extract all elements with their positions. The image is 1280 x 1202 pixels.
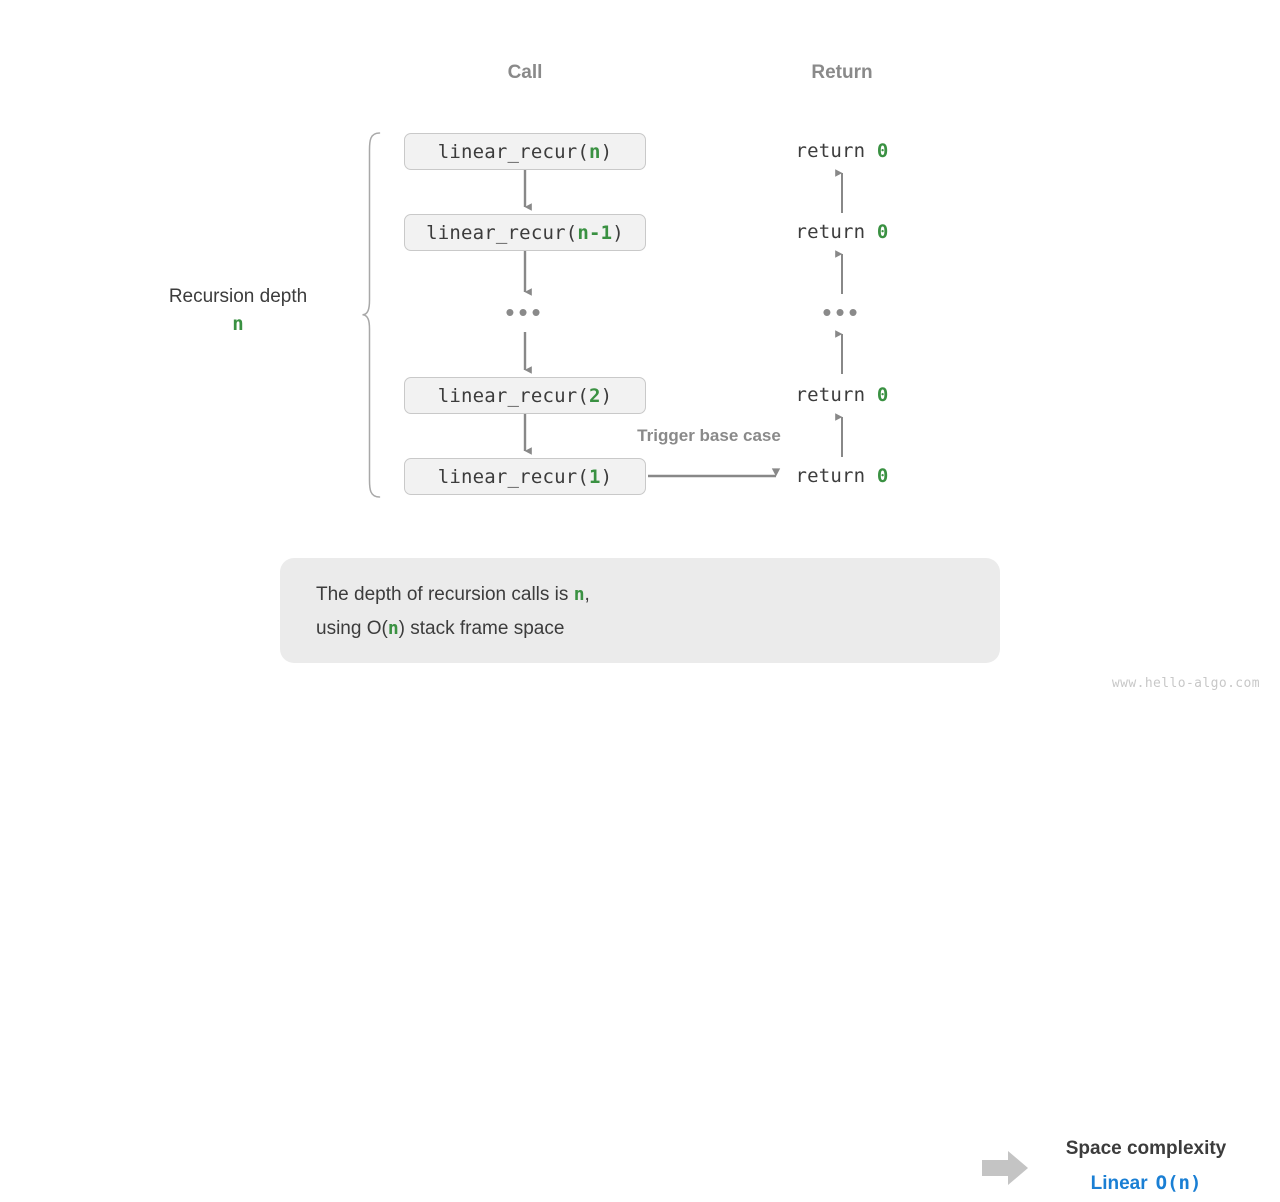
return-label: return 0 bbox=[795, 384, 888, 406]
column-header-return: Return bbox=[811, 62, 873, 83]
summary-line-1-suffix: , bbox=[584, 584, 590, 605]
call-frame-prefix: linear_recur( bbox=[437, 465, 590, 488]
return-value: 0 bbox=[876, 384, 889, 406]
call-frame-box: linear_recur(2) bbox=[404, 377, 646, 414]
right-block-arrow-icon bbox=[982, 1151, 1028, 1185]
call-frame-suffix: ) bbox=[600, 140, 613, 163]
call-frame-prefix: linear_recur( bbox=[437, 140, 590, 163]
return-keyword: return bbox=[795, 221, 877, 243]
summary-line-2: using O(n) stack frame space bbox=[316, 612, 696, 646]
call-column-ellipsis: ••• bbox=[505, 297, 545, 327]
call-frame-box: linear_recur(1) bbox=[404, 458, 646, 495]
summary-line-2-suffix: stack frame space bbox=[404, 618, 565, 639]
return-value: 0 bbox=[876, 221, 889, 243]
return-keyword: return bbox=[795, 384, 877, 406]
recursion-depth-value: n bbox=[232, 313, 244, 335]
call-frame-suffix: ) bbox=[600, 465, 613, 488]
space-complexity-result: Space complexity Linear O(n) bbox=[1066, 1136, 1227, 1202]
call-frame-prefix: linear_recur( bbox=[426, 221, 578, 244]
return-label: return 0 bbox=[795, 221, 888, 243]
return-label: return 0 bbox=[795, 140, 888, 162]
trigger-base-case-label: Trigger base case bbox=[637, 426, 781, 445]
summary-line-2-variable: n bbox=[387, 618, 399, 639]
call-frame-argument: n-1 bbox=[577, 221, 613, 244]
recursion-depth-annotation: Recursion depth n bbox=[169, 285, 307, 339]
summary-line-1-prefix: The depth of recursion calls is bbox=[316, 584, 574, 605]
space-complexity-value: Linear O(n) bbox=[1066, 1166, 1227, 1202]
recursion-depth-title: Recursion depth bbox=[168, 286, 308, 307]
summary-callout-text: The depth of recursion calls is n, using… bbox=[316, 578, 696, 646]
call-frame-prefix: linear_recur( bbox=[437, 384, 590, 407]
call-frame-box: linear_recur(n-1) bbox=[404, 214, 646, 251]
diagram-canvas: Call Return linear_recur(n) linear_recur… bbox=[169, 62, 1260, 1194]
recursion-depth-brace bbox=[362, 132, 381, 498]
space-complexity-notation: O(n) bbox=[1155, 1172, 1202, 1194]
return-value: 0 bbox=[876, 140, 889, 162]
space-complexity-title: Space complexity bbox=[1065, 1138, 1227, 1159]
call-frame-box: linear_recur(n) bbox=[404, 133, 646, 170]
summary-line-2-bigo-close: ) bbox=[398, 618, 405, 639]
return-keyword: return bbox=[795, 140, 877, 162]
call-frame-suffix: ) bbox=[600, 384, 613, 407]
call-frame-argument: 1 bbox=[589, 465, 601, 488]
summary-line-1-variable: n bbox=[573, 584, 585, 605]
column-header-call: Call bbox=[507, 62, 543, 83]
return-column-ellipsis: ••• bbox=[822, 297, 862, 327]
summary-callout: The depth of recursion calls is n, using… bbox=[280, 558, 1226, 1194]
return-value: 0 bbox=[876, 465, 889, 487]
call-frame-argument: 2 bbox=[589, 384, 601, 407]
return-label: return 0 bbox=[795, 465, 888, 487]
summary-line-2-bigo-open: O( bbox=[366, 618, 388, 639]
return-keyword: return bbox=[795, 465, 877, 487]
space-complexity-word: Linear bbox=[1090, 1173, 1148, 1194]
call-frame-suffix: ) bbox=[612, 221, 624, 244]
summary-line-2-prefix: using bbox=[316, 618, 367, 639]
call-frame-argument: n bbox=[589, 140, 601, 163]
site-watermark: www.hello-algo.com bbox=[1111, 676, 1260, 691]
summary-line-1: The depth of recursion calls is n, bbox=[316, 578, 696, 612]
